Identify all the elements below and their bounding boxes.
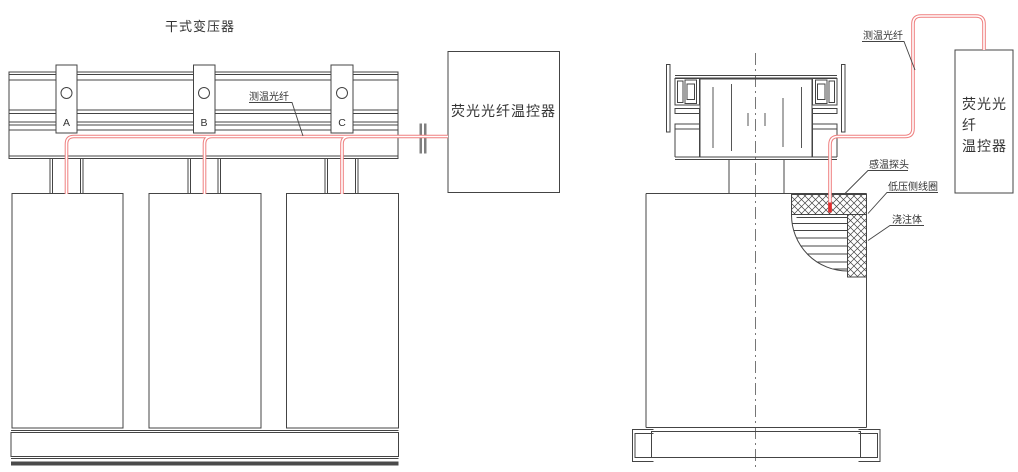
front-view (8, 51, 560, 466)
phase-clamp-c (330, 64, 354, 134)
side-view (632, 14, 1014, 471)
clamp-hole-a (60, 87, 73, 99)
top-clamp-structure (666, 64, 846, 194)
controller-label-side-line1: 荧光光 (962, 96, 1007, 112)
core-shading (712, 84, 802, 151)
cast-resin-side (847, 214, 867, 278)
core-end-view (699, 78, 813, 158)
optical-fiber-front (64, 134, 448, 194)
phase-label-b: B (200, 117, 207, 129)
clamp-detail-left (674, 78, 700, 157)
clamp-plate-right (841, 64, 846, 133)
phase-clamp-b (193, 64, 216, 134)
optical-fiber-side (828, 14, 986, 213)
winding-body (645, 193, 867, 428)
fiber-label-side: 测温光纤 (863, 29, 903, 42)
neck (728, 159, 785, 194)
fiber-connector (419, 123, 427, 154)
drawing-title: 干式变压器 (165, 19, 235, 34)
coil-supports (49, 158, 359, 193)
clamp-plate-left (666, 64, 671, 133)
controller-label-side-line3: 温控器 (962, 138, 1007, 154)
lv-coil-label: 低压侧线圈 (888, 180, 938, 193)
phase-label-a: A (63, 117, 70, 129)
probe-label: 感温探头 (869, 158, 909, 171)
clamp-hole-c (336, 87, 348, 99)
lv-coil-label-leader (867, 192, 938, 214)
controller-label-front: 荧光光纤温控器 (451, 103, 556, 119)
coil-phase-c (286, 193, 399, 429)
cast-body-label-leader (867, 225, 924, 241)
fiber-label-leader-front (249, 102, 304, 137)
coil-phase-b (148, 193, 262, 429)
base-frame-front (10, 430, 399, 466)
controller-label-side-line2: 纤 (962, 117, 977, 133)
ground-strip (11, 461, 399, 466)
lv-coil-layers (792, 217, 848, 270)
phase-clamp-a (55, 64, 78, 134)
fiber-label-front: 测温光纤 (249, 90, 289, 103)
coil-arc (791, 214, 848, 272)
clamp-detail-right (812, 78, 838, 157)
fiber-label-leader-side (862, 41, 916, 71)
phase-label-c: C (338, 117, 346, 129)
cast-body-label: 浇注体 (892, 213, 922, 226)
base-bracket-right (858, 429, 881, 462)
clamp-hole-b (198, 87, 210, 99)
base-frame-side (632, 427, 881, 462)
base-bracket-left (632, 429, 654, 462)
controller-box-front (447, 51, 560, 193)
probe-label-leader (844, 170, 908, 194)
coil-phase-a (11, 193, 124, 429)
